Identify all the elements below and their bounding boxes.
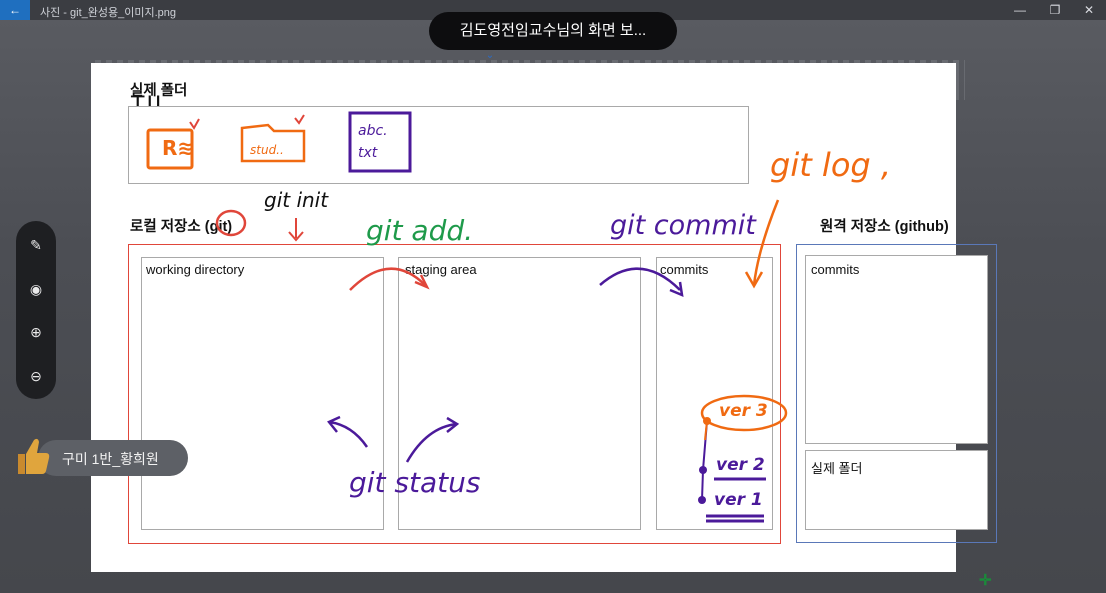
text-file-icon-text: abc. txt xyxy=(358,123,388,161)
remote-repo-title: 원격 저장소 (github) xyxy=(820,219,949,235)
folder-check-icon xyxy=(294,114,305,125)
annotation-toolbar: ✎ ◉ ⊕ ⊖ xyxy=(16,221,56,399)
local-repo-title: 로컬 저장소 (git) xyxy=(130,219,233,235)
move-cursor-icon: ✛ xyxy=(979,572,992,589)
remote-commits-label: commits xyxy=(811,262,860,277)
close-button[interactable]: ✕ xyxy=(1083,3,1095,17)
git-log-note: git log , xyxy=(770,146,892,184)
remote-commits-box xyxy=(805,255,988,444)
participant-name: 구미 1반_황희원 xyxy=(62,451,159,467)
folder-icon xyxy=(240,123,306,163)
ver1-dot xyxy=(698,496,706,504)
zoom-out-icon[interactable]: ⊖ xyxy=(30,368,42,384)
text-file-icon xyxy=(348,111,412,173)
git-init-note: git init xyxy=(264,188,329,212)
remote-real-folder-box xyxy=(805,450,988,530)
git-init-arrow xyxy=(288,218,304,242)
working-directory-label: working directory xyxy=(146,262,245,277)
minimize-button[interactable]: — xyxy=(1014,3,1026,17)
real-folder-box xyxy=(128,106,749,184)
restore-button[interactable]: ❐ xyxy=(1049,3,1061,17)
remote-repo-frame xyxy=(796,244,997,543)
folder-icon-text: stud.. xyxy=(250,143,284,157)
git-status-note: git status xyxy=(349,466,481,499)
laser-pointer-icon[interactable]: ◉ xyxy=(29,281,43,297)
status-arrow-right xyxy=(405,422,458,463)
participant-chip[interactable]: 구미 1반_황희원 xyxy=(38,440,188,476)
git-add-note: git add. xyxy=(366,214,474,247)
back-button[interactable]: ← xyxy=(0,0,30,20)
staging-area-box xyxy=(398,257,641,530)
share-banner-text: 김도영전임교수님의 화면 보... xyxy=(459,22,647,39)
local-commits-box xyxy=(656,257,773,530)
pen-icon[interactable]: ✎ xyxy=(30,237,42,253)
remote-real-folder-label: 실제 폴더 xyxy=(811,461,863,476)
real-folder-title: 실제 폴더 xyxy=(130,83,188,99)
ver3-circle xyxy=(700,394,788,432)
r-file-icon xyxy=(146,128,194,170)
status-arrow-left xyxy=(328,420,369,448)
git-add-arrow xyxy=(349,267,426,291)
git-log-arrow xyxy=(752,199,780,286)
ver1-note: ver 1 xyxy=(714,490,763,510)
chevron-down-icon[interactable]: ⌄ xyxy=(485,50,495,61)
staging-area-label: staging area xyxy=(405,262,477,277)
r-check-icon xyxy=(189,118,200,130)
title-bar: ← 사진 - git_완성용_이미지.png — ❐ ✕ xyxy=(0,0,1106,20)
window-title: 사진 - git_완성용_이미지.png xyxy=(40,7,176,19)
git-commit-note: git commit xyxy=(610,210,756,241)
ver2-note: ver 2 xyxy=(716,455,765,475)
git-circle-mark xyxy=(215,209,247,237)
back-arrow-icon: ← xyxy=(9,3,21,17)
ver1-underline xyxy=(706,514,764,523)
ver3-note: ver 3 xyxy=(719,401,768,421)
shared-slide: 실제 폴더 TIL 로컬 저장소 (git) 원격 저장소 (github) w… xyxy=(91,63,997,572)
thumbs-up-icon xyxy=(18,438,50,474)
zoom-in-icon[interactable]: ⊕ xyxy=(30,324,42,340)
local-commits-label: commits xyxy=(660,262,709,277)
git-commit-arrow xyxy=(599,267,681,291)
working-directory-box xyxy=(141,257,384,530)
local-repo-frame xyxy=(128,244,781,544)
ver3-dot xyxy=(703,417,711,425)
r-file-text: R≋ xyxy=(162,136,195,160)
ver2-dot xyxy=(699,466,707,474)
screen-share-banner[interactable]: 김도영전임교수님의 화면 보... xyxy=(429,12,677,50)
